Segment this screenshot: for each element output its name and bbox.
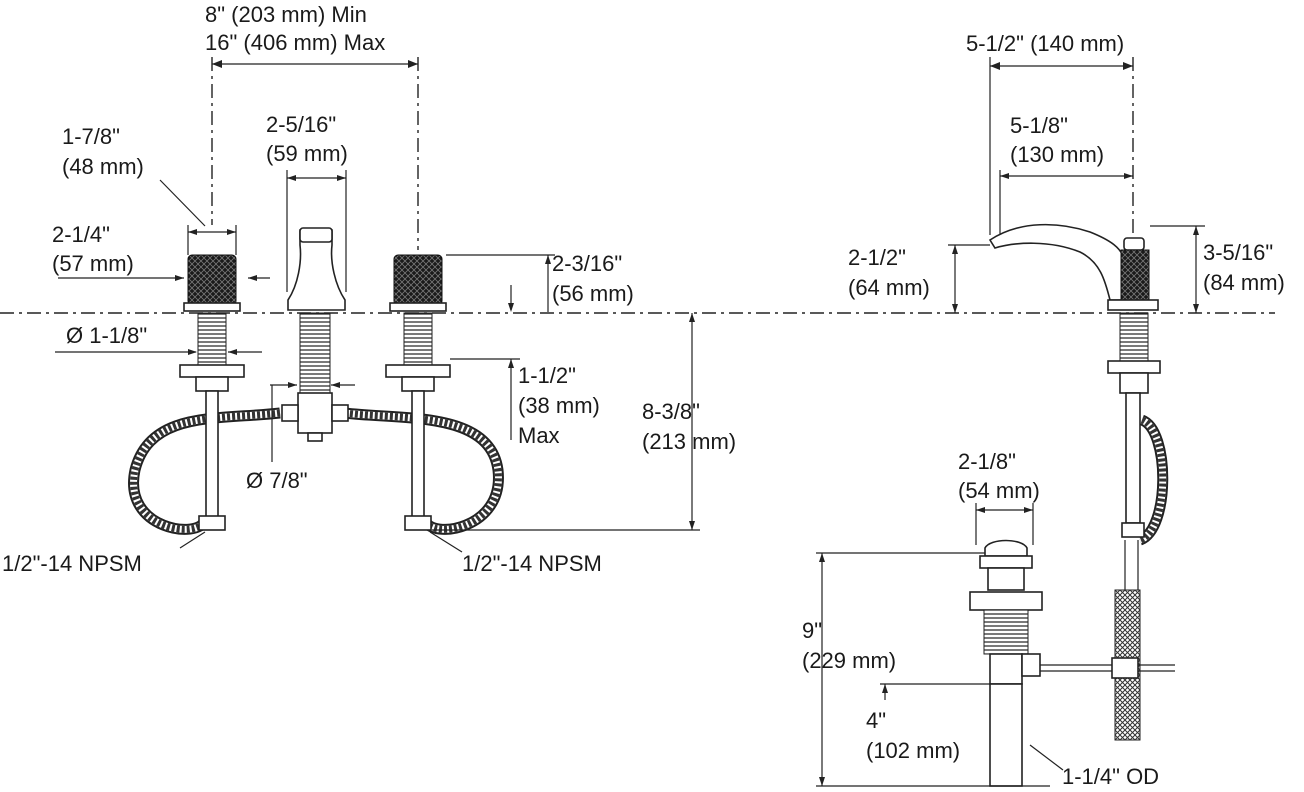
- handle-base-in-label: 1-7/8": [62, 124, 120, 149]
- shank-diameter-label: Ø 1-1/8": [66, 323, 148, 348]
- left-handle-knob: [187, 254, 237, 306]
- connection-left-label: 1/2"-14 NPSM: [2, 551, 142, 576]
- right-shank: [403, 312, 433, 366]
- side-spout: [988, 223, 1125, 301]
- handle-height-in-label: 2-3/16": [552, 251, 623, 276]
- side-height-mm-label: (84 mm): [1203, 270, 1285, 295]
- below-deck-in-label: 8-3/8": [642, 399, 700, 424]
- below-deck-mm-label: (213 mm): [642, 429, 737, 454]
- drain-flange-in-label: 2-1/8": [958, 449, 1016, 474]
- spout-base-in-label: 2-5/16": [266, 112, 337, 137]
- spout-reach-total-label: 5-1/2" (140 mm): [966, 31, 1125, 56]
- spout-shank: [299, 312, 331, 394]
- front-spout: [287, 229, 346, 311]
- right-handle-knob: [393, 254, 443, 306]
- drain-tailpiece: [989, 683, 1023, 787]
- drain-length-in-label: 9": [802, 618, 823, 643]
- handle-width-in-label: 2-1/4": [52, 222, 110, 247]
- drain-length-mm-label: (229 mm): [802, 648, 897, 673]
- drain-stopper: [984, 539, 1028, 557]
- tailpiece-length-in-label: 4": [866, 708, 887, 733]
- deck-thickness-mm-label: (38 mm): [518, 393, 600, 418]
- side-handle-knob: [1120, 249, 1150, 301]
- deck-thickness-in-label: 1-1/2": [518, 363, 576, 388]
- spout-reach-in-label: 5-1/8": [1010, 113, 1068, 138]
- connection-right-label: 1/2"-14 NPSM: [462, 551, 602, 576]
- handle-width-mm-label: (57 mm): [52, 251, 134, 276]
- tailpiece-length-mm-label: (102 mm): [866, 738, 961, 763]
- spout-height-mm-label: (64 mm): [848, 275, 930, 300]
- side-height-in-label: 3-5/16": [1203, 240, 1274, 265]
- drain-flange-mm-label: (54 mm): [958, 478, 1040, 503]
- spout-base-mm-label: (59 mm): [266, 141, 348, 166]
- mixing-valve: [297, 392, 333, 434]
- spout-height-in-label: 2-1/2": [848, 245, 906, 270]
- spread-max-label: 16" (406 mm) Max: [205, 30, 386, 55]
- spout-reach-mm-label: (130 mm): [1010, 142, 1105, 167]
- spread-min-label: 8" (203 mm) Min: [205, 2, 367, 27]
- handle-base-mm-label: (48 mm): [62, 154, 144, 179]
- deck-thickness-note-label: Max: [518, 423, 560, 448]
- tailpiece-od-label: 1-1/4" OD: [1062, 764, 1160, 789]
- handle-height-mm-label: (56 mm): [552, 281, 634, 306]
- valve-diameter-label: Ø 7/8": [246, 468, 308, 493]
- drain-body: [983, 609, 1029, 655]
- left-shank: [197, 312, 227, 366]
